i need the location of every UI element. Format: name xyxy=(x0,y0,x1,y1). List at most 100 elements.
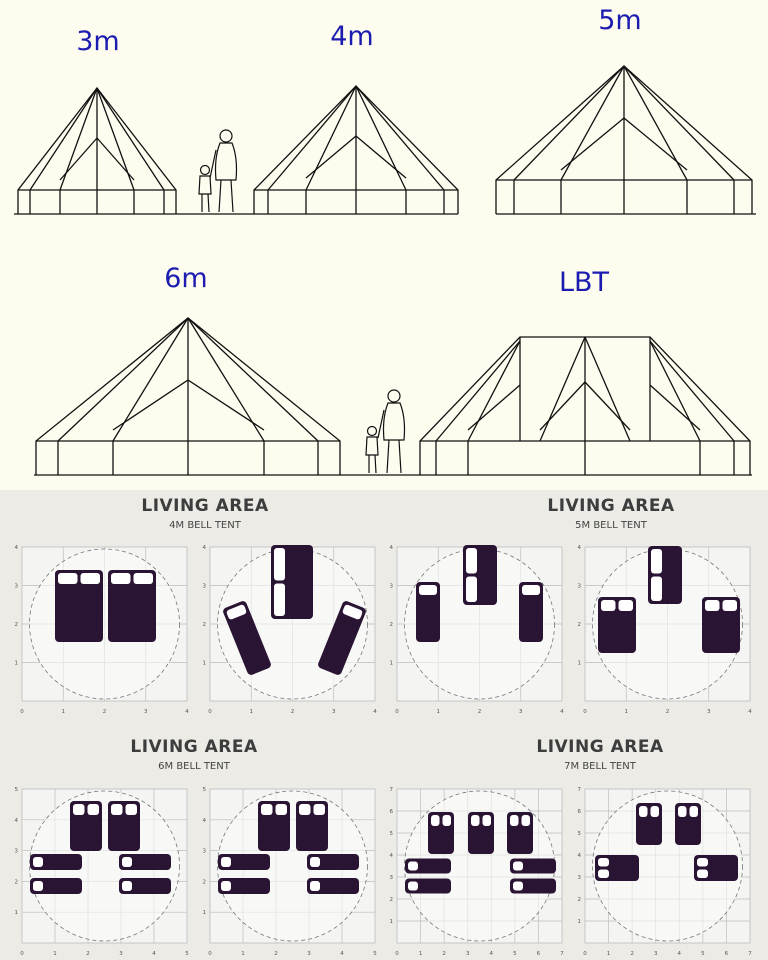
section-title-6m: LIVING AREA xyxy=(130,737,258,757)
double-bed-icon xyxy=(258,801,290,851)
double-bed-icon xyxy=(468,812,494,854)
grid-tick-label: 3 xyxy=(390,875,394,881)
grid-tick-label: 6 xyxy=(537,951,541,957)
single-bed-icon xyxy=(510,878,556,894)
grid-tick-label: 0 xyxy=(208,709,212,715)
grid-tick-label: 3 xyxy=(654,951,658,957)
tent-label-5m: 5m xyxy=(598,5,642,36)
grid-tick-label: 5 xyxy=(185,951,189,957)
grid-tick-label: 4 xyxy=(390,545,394,551)
grid-tick-label: 4 xyxy=(152,951,156,957)
double-bed-icon xyxy=(108,570,156,642)
tent-elevations-panel: 3m 4m 5m 6m LBT xyxy=(0,0,768,490)
grid-tick-label: 4 xyxy=(490,951,494,957)
section-title-7m: LIVING AREA xyxy=(536,737,664,757)
double-bed-icon xyxy=(694,855,738,881)
living-area-panel: LIVING AREA 4M BELL TENT LIVING AREA 5M … xyxy=(0,490,768,960)
tent-elevations-drawing xyxy=(14,65,756,476)
grid-tick-label: 0 xyxy=(583,709,587,715)
single-bed-icon xyxy=(30,878,82,894)
single-bed-icon xyxy=(307,854,359,870)
double-bed-icon xyxy=(507,812,533,854)
grid-tick-label: 5 xyxy=(15,787,19,793)
grid-tick-label: 1 xyxy=(390,661,394,667)
single-bed-icon xyxy=(519,582,543,642)
grid-tick-label: 2 xyxy=(291,709,295,715)
grid-tick-label: 0 xyxy=(208,951,212,957)
grid-tick-label: 4 xyxy=(340,951,344,957)
grid-tick-label: 2 xyxy=(103,709,107,715)
single-bed-icon xyxy=(119,878,171,894)
grid-tick-label: 2 xyxy=(203,622,207,628)
grid-tick-label: 1 xyxy=(578,919,582,925)
grid-tick-label: 3 xyxy=(390,584,394,590)
double-bed-icon xyxy=(636,803,662,845)
double-bed-icon xyxy=(595,855,639,881)
grid-tick-label: 2 xyxy=(390,622,394,628)
grid-tick-label: 1 xyxy=(625,709,629,715)
grid-tick-label: 2 xyxy=(390,897,394,903)
grid-tick-label: 3 xyxy=(707,709,711,715)
grid-tick-label: 2 xyxy=(15,879,19,885)
double-bed-icon xyxy=(598,597,636,653)
grid-tick-label: 1 xyxy=(578,661,582,667)
tent-label-3m: 3m xyxy=(76,26,120,57)
grid-tick-label: 4 xyxy=(203,818,207,824)
grid-tick-label: 3 xyxy=(203,849,207,855)
grid-tick-label: 4 xyxy=(390,853,394,859)
grid-tick-label: 4 xyxy=(578,545,582,551)
grid-tick-label: 1 xyxy=(53,951,57,957)
double-bed-icon xyxy=(428,812,454,854)
tent-5m-elevation xyxy=(495,65,756,215)
grid-tick-label: 2 xyxy=(478,709,482,715)
grid-tick-label: 0 xyxy=(395,709,399,715)
grid-tick-label: 1 xyxy=(62,709,66,715)
grid-tick-label: 7 xyxy=(578,787,582,793)
tent-lbt-elevation xyxy=(419,336,751,475)
double-bed-icon xyxy=(55,570,103,642)
grid-tick-label: 6 xyxy=(725,951,729,957)
people-scale-figures-2 xyxy=(365,389,406,474)
people-scale-figures-1 xyxy=(198,129,238,213)
single-bed-icon xyxy=(416,582,440,642)
grid-tick-label: 2 xyxy=(203,879,207,885)
grid-tick-label: 2 xyxy=(578,622,582,628)
grid-tick-label: 3 xyxy=(119,951,123,957)
grid-tick-label: 7 xyxy=(390,787,394,793)
double-bed-icon xyxy=(463,545,497,605)
grid-tick-label: 5 xyxy=(513,951,517,957)
single-bed-icon xyxy=(218,878,270,894)
grid-tick-label: 3 xyxy=(144,709,148,715)
grid-tick-label: 2 xyxy=(666,709,670,715)
tent-3m-elevation xyxy=(14,86,458,215)
grid-tick-label: 3 xyxy=(15,849,19,855)
grid-tick-label: 0 xyxy=(583,951,587,957)
grid-tick-label: 3 xyxy=(578,584,582,590)
grid-tick-label: 5 xyxy=(701,951,705,957)
section-title-5m: LIVING AREA xyxy=(547,496,675,516)
grid-tick-label: 5 xyxy=(373,951,377,957)
grid-tick-label: 4 xyxy=(15,545,19,551)
double-bed-icon xyxy=(70,801,102,851)
single-bed-icon xyxy=(405,878,451,894)
grid-tick-label: 1 xyxy=(203,661,207,667)
grid-tick-label: 4 xyxy=(203,545,207,551)
grid-tick-label: 1 xyxy=(419,951,423,957)
grid-tick-label: 3 xyxy=(15,584,19,590)
tent-label-4m: 4m xyxy=(330,21,374,52)
grid-tick-label: 5 xyxy=(578,831,582,837)
double-bed-icon xyxy=(675,803,701,845)
double-bed-icon xyxy=(648,546,682,604)
grid-tick-label: 4 xyxy=(678,951,682,957)
grid-tick-label: 1 xyxy=(437,709,441,715)
grid-tick-label: 2 xyxy=(15,622,19,628)
grid-tick-label: 1 xyxy=(607,951,611,957)
grid-tick-label: 7 xyxy=(560,951,564,957)
grid-tick-label: 0 xyxy=(20,951,24,957)
grid-tick-label: 3 xyxy=(203,584,207,590)
